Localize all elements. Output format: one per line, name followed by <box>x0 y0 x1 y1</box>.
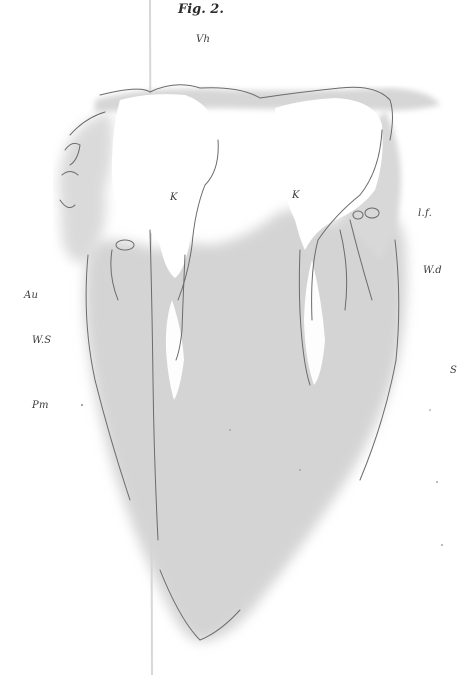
label-ws: W.S <box>32 335 51 346</box>
label-s: S <box>450 365 457 376</box>
label-wd: W.d <box>423 265 442 276</box>
label-au: Au <box>24 290 38 301</box>
figure-title: Fig. 2. <box>178 2 224 17</box>
label-vh: Vh <box>196 34 210 45</box>
label-k-right: K <box>292 190 300 201</box>
label-lf: l.f. <box>418 208 432 219</box>
label-k-left: K <box>170 192 178 203</box>
label-pm: Pm <box>32 400 49 411</box>
left-atrium-region <box>59 112 113 263</box>
ventricle-mass <box>84 198 406 642</box>
